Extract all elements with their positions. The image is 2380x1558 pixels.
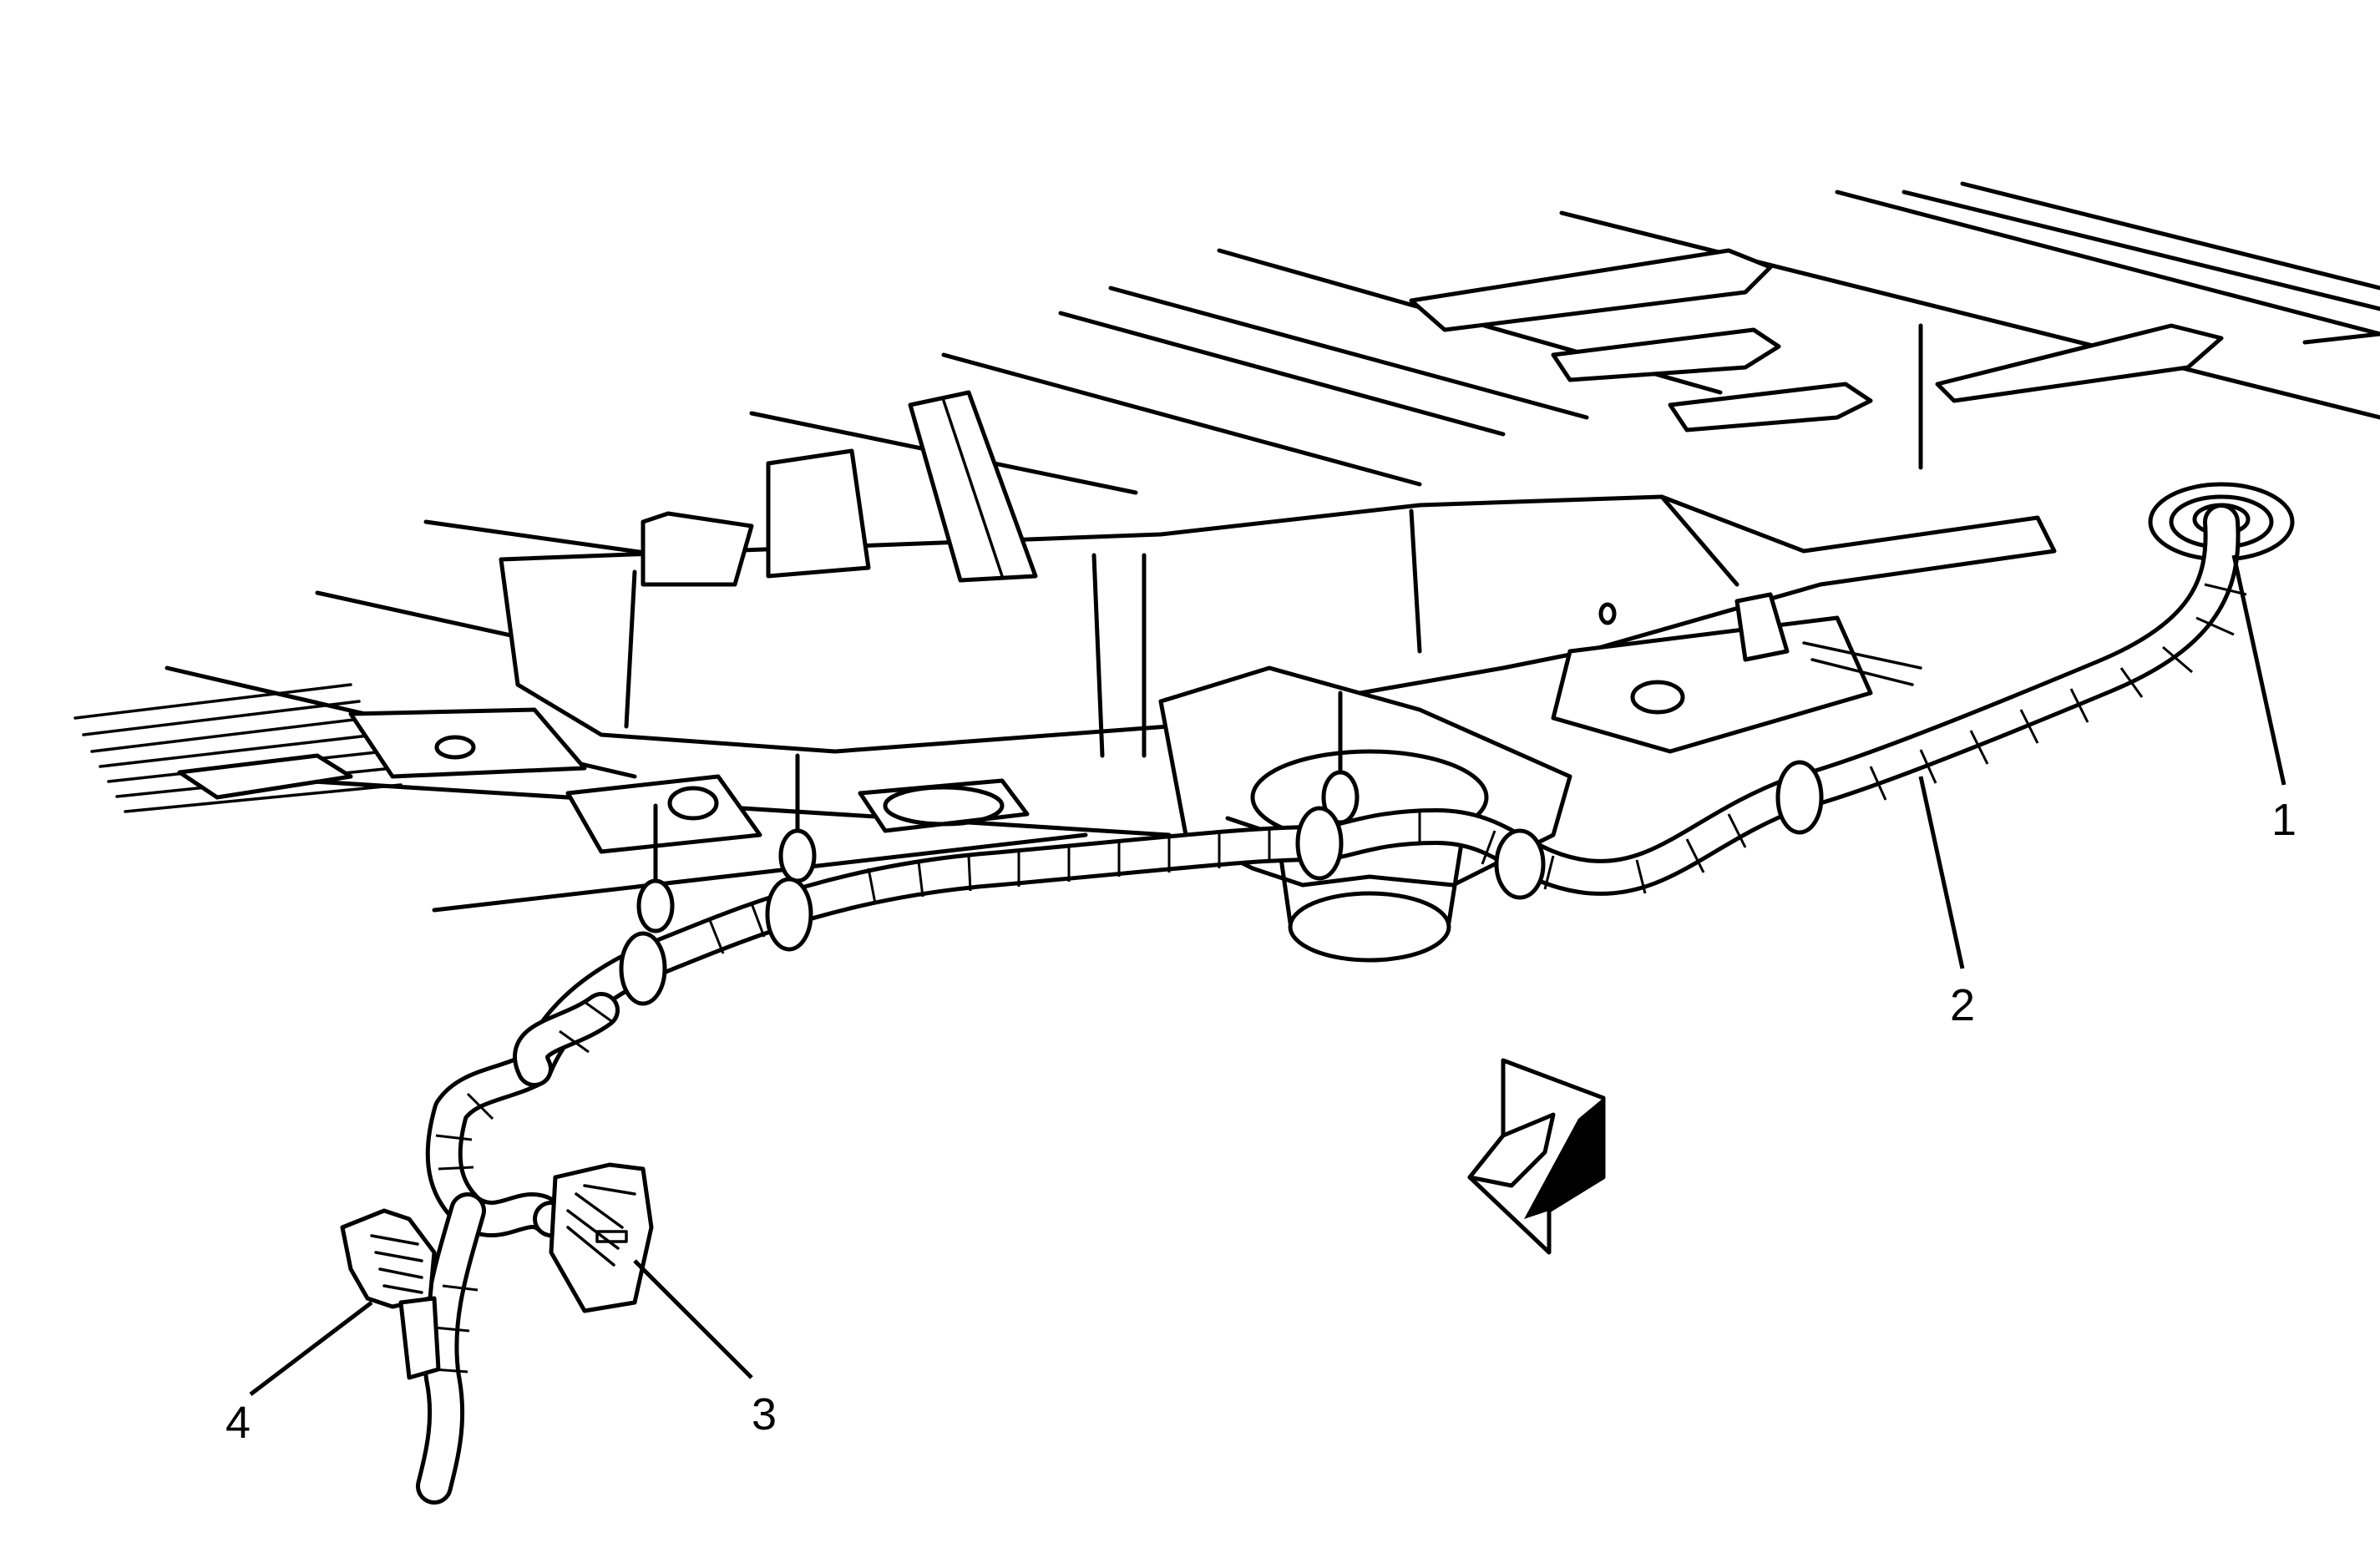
harness-wrap-ticks [432,583,2247,1373]
callout-3: 3 [633,1259,777,1439]
callout-2: 2 [1918,776,1975,1030]
tank-well [1158,665,1572,963]
callout-1: 1 [2231,554,2296,845]
harness-clamps [619,760,1824,1006]
callout-1-label: 1 [2271,795,2296,845]
callout-3-label: 3 [752,1389,777,1439]
wiring-harness [416,503,2247,1505]
callout-4: 4 [225,1301,373,1448]
arrow-front-icon [1467,1058,1606,1255]
underbody-floor-pan [73,181,2380,913]
connector-4 [340,1208,441,1380]
connector-3 [549,1162,654,1313]
callout-2-label: 2 [1950,980,1975,1030]
callout-4-label: 4 [225,1398,251,1448]
